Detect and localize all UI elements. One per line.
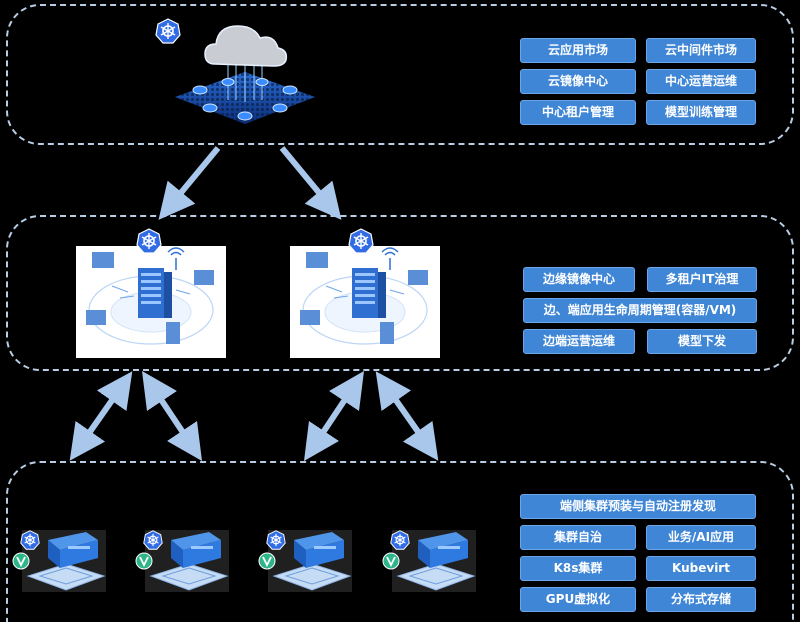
edge-device-icon (268, 530, 352, 592)
edge-node-card-2 (290, 246, 440, 358)
tag-cloud-middleware-market: 云中间件市场 (646, 38, 756, 63)
tag-cluster-preinstall-autoregister: 端侧集群预装与自动注册发现 (520, 494, 756, 519)
tag-model-dispatch: 模型下发 (647, 329, 757, 354)
antenna-icon (381, 247, 399, 270)
tag-gpu-virtualization: GPU虚拟化 (520, 587, 636, 612)
tag-central-ops: 中心运营运维 (646, 69, 756, 94)
end-device-4 (382, 526, 480, 596)
tag-edge-image-center: 边缘镜像中心 (523, 267, 635, 292)
v-badge-icon (135, 552, 153, 570)
end-device-1 (12, 526, 110, 596)
edge-device-icon (22, 530, 106, 592)
v-badge-icon (382, 552, 400, 570)
monitor-icon (86, 252, 214, 325)
tag-distributed-storage: 分布式存储 (646, 587, 756, 612)
kubernetes-icon (155, 18, 181, 44)
kubernetes-icon (136, 228, 162, 254)
arrow-edge-to-end-3 (304, 371, 364, 461)
tag-kubevirt: Kubevirt (646, 556, 756, 581)
tag-cluster-autonomy: 集群自治 (520, 525, 636, 550)
server-rack-icon (300, 247, 428, 345)
server-rack-icon (86, 247, 214, 345)
end-tier (6, 461, 794, 622)
v-badge-icon (258, 552, 276, 570)
arrow-edge-to-end-1 (69, 371, 133, 461)
edge-tier (6, 215, 794, 371)
monitor-icon (300, 252, 428, 325)
arrow-cloud-to-edge-1 (158, 146, 221, 220)
tag-cloud-app-market: 云应用市场 (520, 38, 636, 63)
tag-edge-ops: 边端运营运维 (523, 329, 635, 354)
end-device-2 (135, 526, 233, 596)
kubernetes-icon (390, 530, 410, 550)
kubernetes-icon (266, 530, 286, 550)
tag-k8s-cluster: K8s集群 (520, 556, 636, 581)
arrow-cloud-to-edge-2 (279, 146, 342, 220)
arrow-edge-to-end-2 (142, 371, 202, 461)
tag-cloud-image-center: 云镜像中心 (520, 69, 636, 94)
kubernetes-icon (143, 530, 163, 550)
arrow-edge-to-end-4 (375, 371, 439, 461)
cloud-icon (175, 25, 315, 124)
edge-device-icon (392, 530, 476, 592)
cloud-tier (6, 4, 794, 145)
kubernetes-icon (20, 530, 40, 550)
tag-multitenant-it-governance: 多租户IT治理 (647, 267, 757, 292)
end-device-3 (258, 526, 356, 596)
antenna-icon (167, 247, 185, 270)
tag-business-ai-apps: 业务/AI应用 (646, 525, 756, 550)
tag-model-training-mgmt: 模型训练管理 (646, 100, 756, 125)
edge-node-card-1 (76, 246, 226, 358)
tag-app-lifecycle-mgmt: 边、端应用生命周期管理(容器/VM) (523, 298, 757, 323)
kubernetes-icon (348, 228, 374, 254)
v-badge-icon (12, 552, 30, 570)
tag-central-tenant-mgmt: 中心租户管理 (520, 100, 636, 125)
